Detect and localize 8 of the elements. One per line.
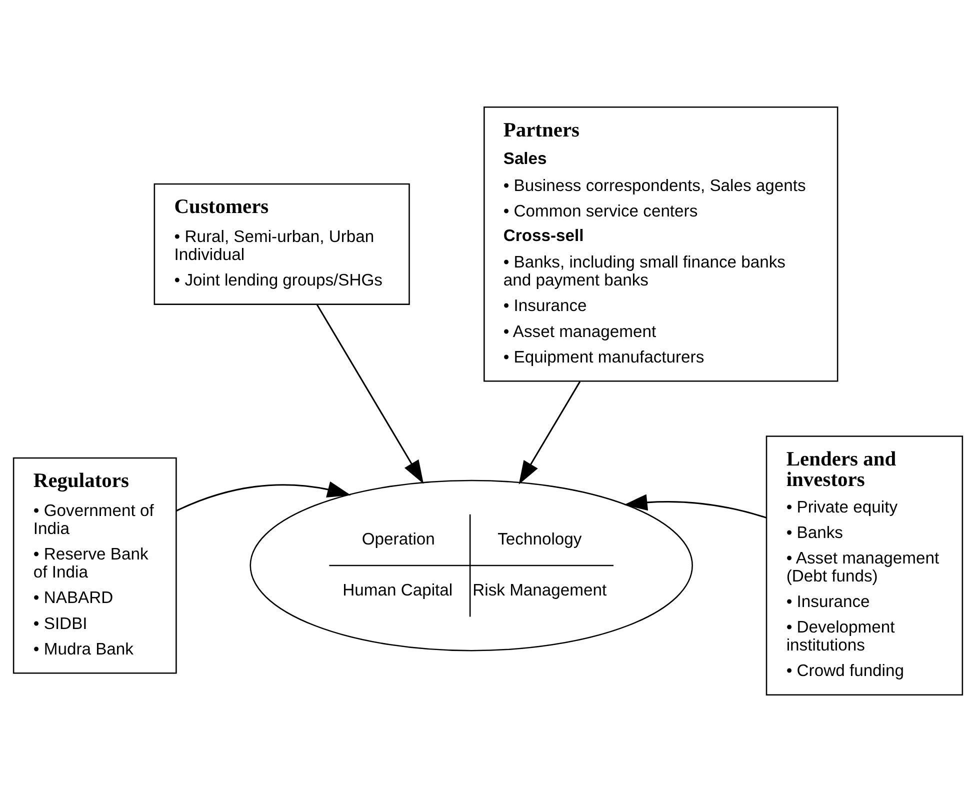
- arrow: [624, 494, 766, 518]
- arrow: [316, 304, 424, 484]
- node-box: Regulators • Government of India • Reserve Bank of India • NABARD • SIDBI • Mudra Bank: [12, 456, 177, 674]
- node-box: Partners Sales • Business correspondents, Sales agents • Common service centers Cross-sell • Banks, including small finance banks and payment banks • Insurance • Asset management • Equipment manufacturers: [484, 106, 838, 382]
- arrow: [518, 380, 581, 484]
- arrow: [176, 480, 351, 511]
- node-box: Lenders and investors • Private equity • Banks • Asset management (Debt funds) • Insurance • Development institutions • Crowd funding: [766, 435, 964, 696]
- node-box: Customers • Rural, Semi-urban, Urban Individual • Joint lending groups/SHGs: [154, 182, 410, 304]
